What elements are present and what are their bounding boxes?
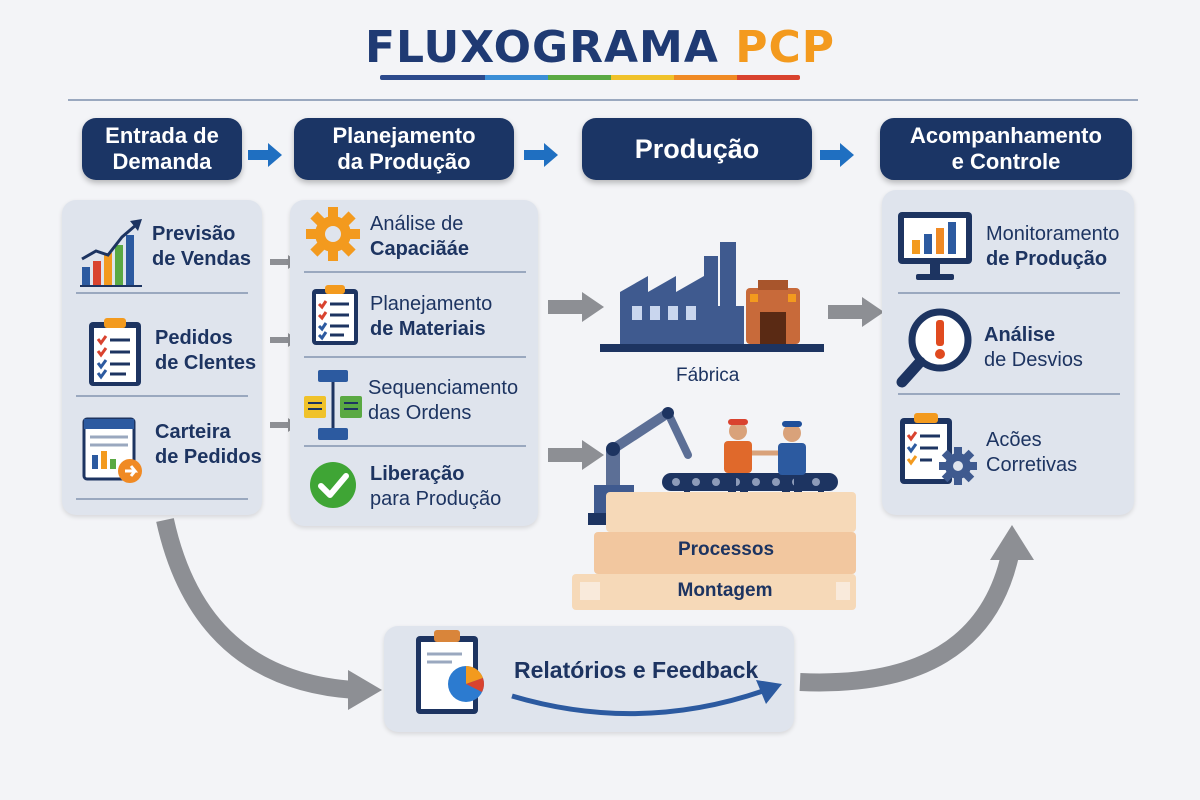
- separator: [898, 393, 1120, 395]
- title-color-bar: [380, 75, 800, 80]
- separator: [898, 292, 1120, 294]
- clipboard-gear-icon: [900, 413, 977, 485]
- flowchart-icon: [304, 370, 362, 440]
- production-steps-stack: [572, 492, 856, 610]
- magnifier-alert-icon: [896, 308, 972, 388]
- production-step-label: Montagem: [677, 580, 773, 601]
- arrow-icon: [820, 143, 854, 167]
- stage-header-production: Produção: [582, 118, 812, 180]
- separator: [304, 356, 526, 358]
- page-title: FLUXOGRAMA PCP: [364, 22, 835, 73]
- header-divider: [68, 99, 1138, 101]
- feedback-label: Relatórios e Feedback: [514, 657, 759, 683]
- monitor-chart-icon: [898, 212, 972, 280]
- separator: [76, 292, 248, 294]
- arrow-icon: [248, 143, 282, 167]
- feedback-arrow-icon: [511, 680, 782, 717]
- separator: [76, 498, 248, 500]
- bar-chart-icon: [80, 219, 142, 287]
- clipboard-checklist-icon: [312, 285, 358, 345]
- separator: [304, 271, 526, 273]
- gear-icon: [306, 207, 360, 261]
- separator: [304, 445, 526, 447]
- separator: [76, 395, 248, 397]
- report-pie-icon: [416, 630, 484, 714]
- clipboard-checklist-icon: [89, 318, 141, 386]
- factory-caption: Fábrica: [676, 365, 740, 386]
- arrow-icon: [524, 143, 558, 167]
- check-circle-icon: [310, 462, 356, 508]
- factory-icon: [600, 242, 824, 352]
- document-icon: [82, 417, 142, 483]
- production-step-label: Processos: [677, 539, 775, 560]
